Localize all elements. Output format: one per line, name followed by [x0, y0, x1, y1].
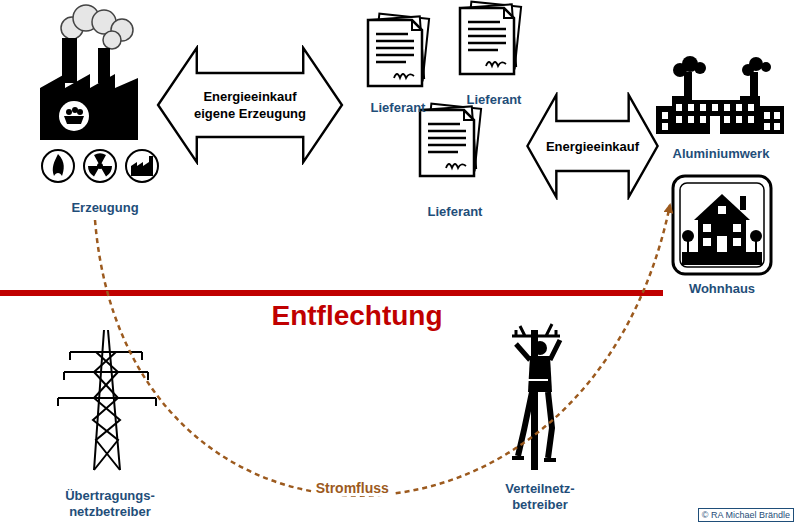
- arrow-text: Energieeinkauf: [533, 138, 653, 155]
- house-box: Wohnhaus: [672, 175, 772, 275]
- copyright-note: © RA Michael Brändle: [698, 508, 794, 522]
- node-label: Aluminiumwerk: [650, 146, 792, 162]
- node-label: Übertragungs- netzbetreiber: [45, 488, 175, 520]
- icon-node: Übertragungs- netzbetreiber: [45, 325, 175, 520]
- icon-node: Lieferant: [452, 0, 536, 108]
- node-label: Lieferant: [410, 204, 500, 220]
- power-plant-icon: [40, 5, 138, 140]
- contract-icon: [420, 104, 481, 176]
- pylon-icon: [58, 330, 156, 470]
- house-icon: [673, 176, 771, 274]
- node-label: Erzeugung: [20, 200, 190, 216]
- node-label: Lieferant: [452, 92, 536, 108]
- double-arrow-outline: [155, 45, 345, 165]
- aluminium-plant-icon: [656, 56, 784, 134]
- edge-label: Stromfluss: [313, 480, 392, 496]
- icon-node: Verteilnetz- betreiber: [478, 318, 602, 513]
- icon-node: Lieferant: [410, 100, 500, 220]
- icon-node: Aluminiumwerk: [650, 58, 792, 162]
- icon-node: Lieferant: [360, 12, 436, 116]
- node-label: Lieferant: [360, 100, 436, 116]
- section-title: Entflechtung: [271, 300, 442, 332]
- double-arrow: Energieeinkauf: [525, 92, 660, 200]
- lineworker-icon: [512, 324, 560, 470]
- unbundling-line: [0, 290, 663, 296]
- energy-source-symbols: [42, 150, 158, 182]
- double-arrow: Energieeinkauf eigene Erzeugung: [155, 45, 345, 165]
- power-flow-arrow: [95, 205, 670, 496]
- contract-icon: [368, 14, 429, 86]
- node-label: Wohnhaus: [652, 281, 792, 297]
- contract-icon: [460, 2, 521, 74]
- arrow-text: Energieeinkauf eigene Erzeugung: [182, 88, 318, 122]
- node-label: Verteilnetz- betreiber: [478, 481, 602, 513]
